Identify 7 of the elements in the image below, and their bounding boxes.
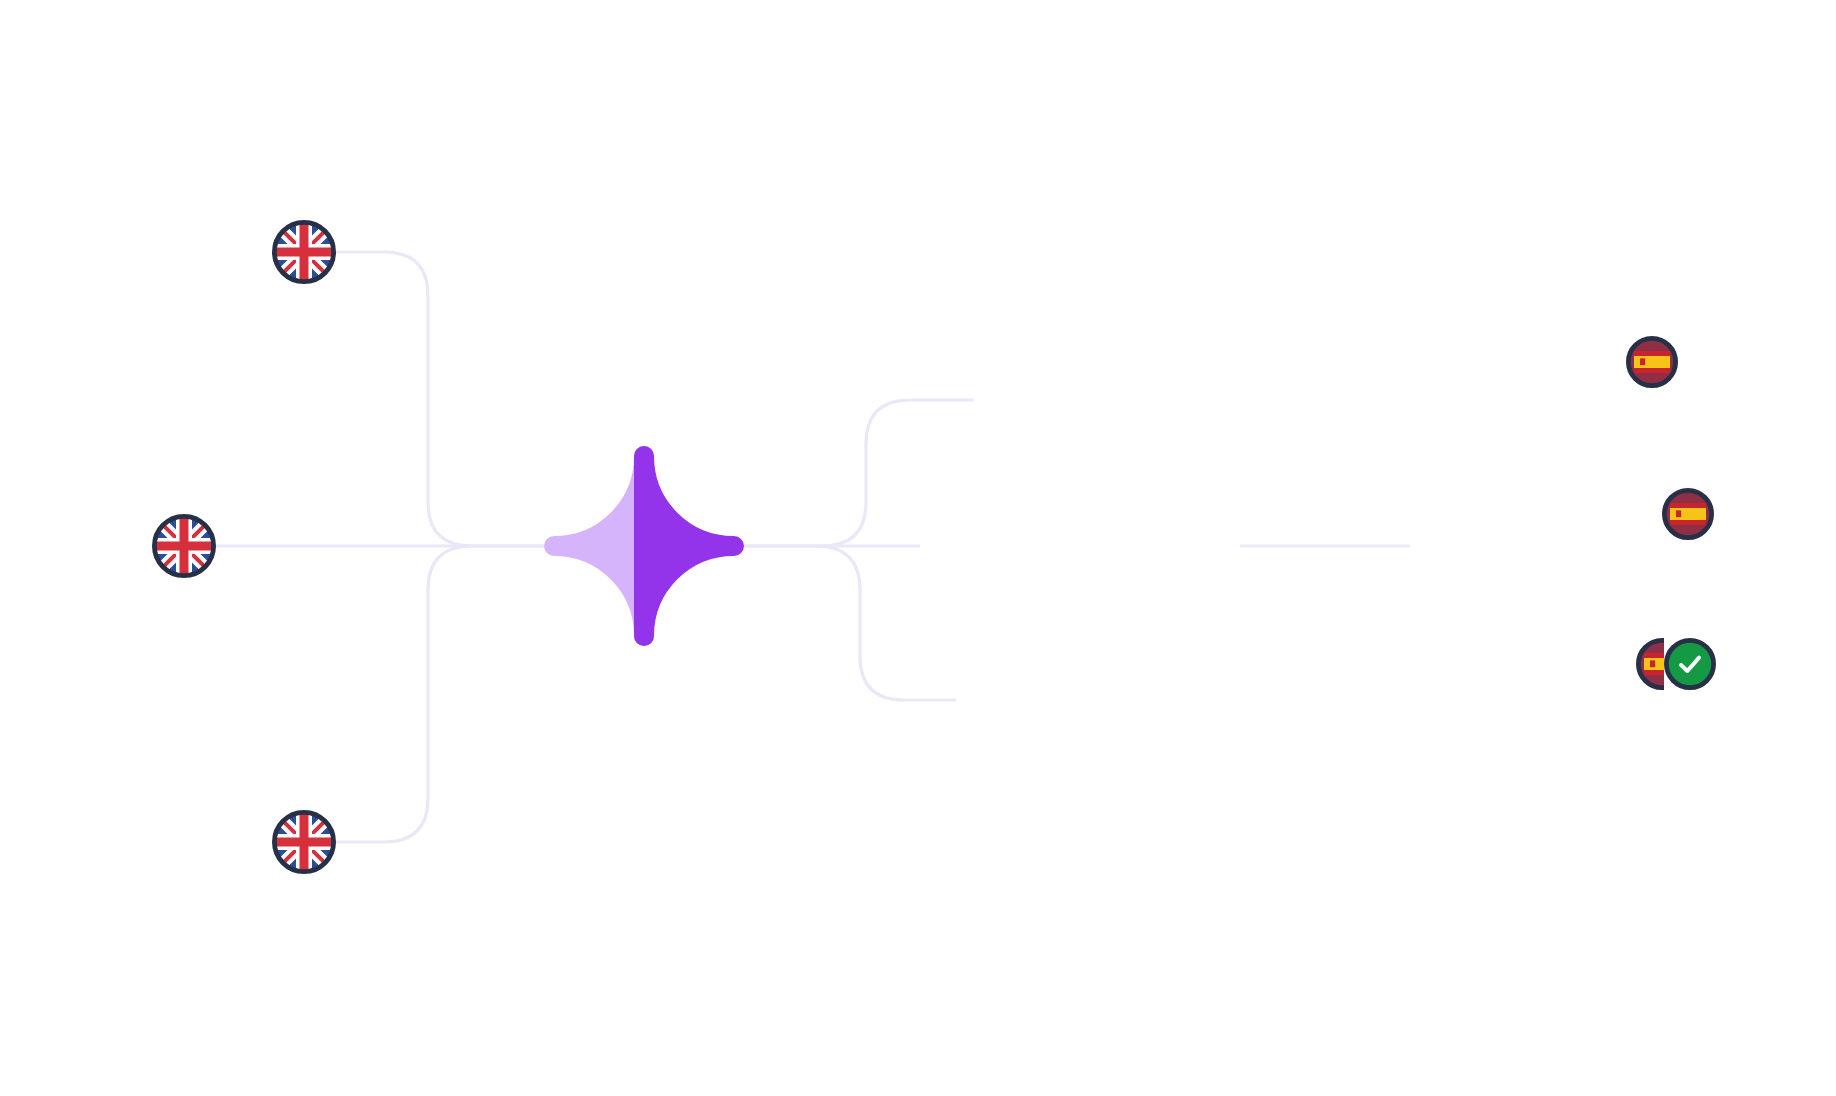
sparkle-icon xyxy=(544,446,744,646)
union-jack-flag-icon xyxy=(272,220,336,284)
union-jack-flag-icon xyxy=(272,810,336,874)
spain-flag-icon xyxy=(1636,638,1664,690)
spain-flag-icon xyxy=(1626,336,1678,388)
union-jack-flag-icon xyxy=(152,514,216,578)
spain-flag-icon xyxy=(1662,488,1714,540)
